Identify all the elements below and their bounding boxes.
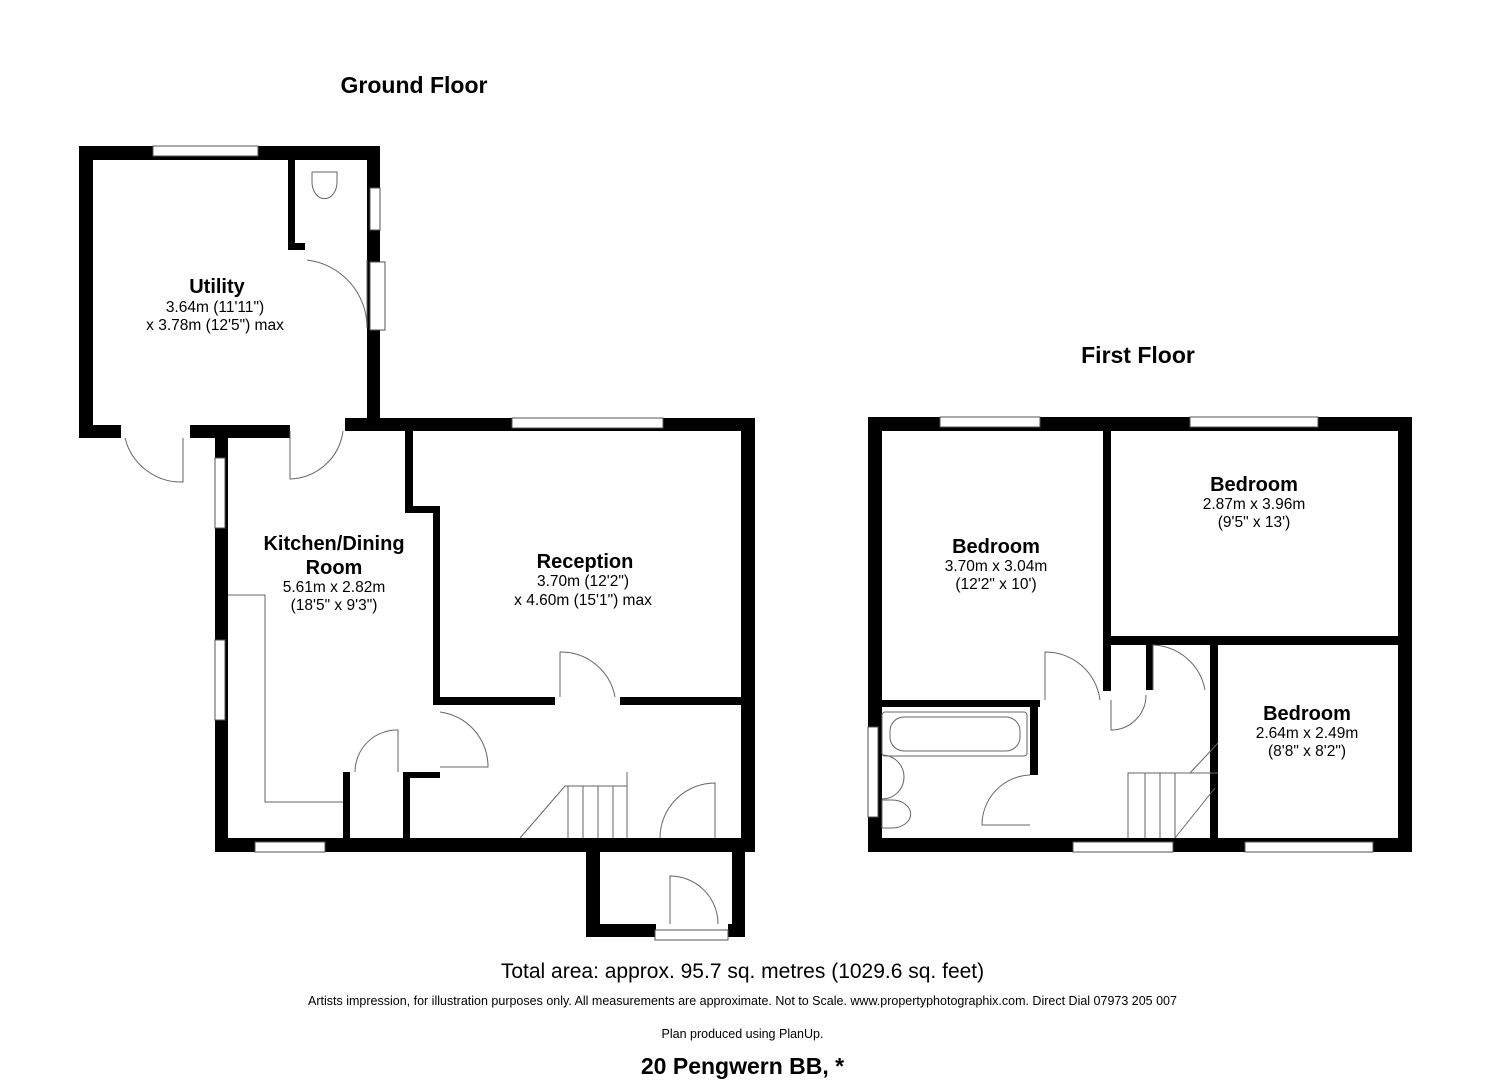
door-swing bbox=[1152, 644, 1206, 691]
total-area: Total area: approx. 95.7 sq. metres (102… bbox=[500, 960, 985, 983]
door-swing bbox=[659, 782, 716, 839]
produced-by: Plan produced using PlanUp. bbox=[661, 1027, 824, 1041]
bath-icon bbox=[881, 711, 1028, 757]
door-swing bbox=[981, 774, 1031, 826]
door-swing bbox=[559, 651, 616, 698]
room-dims: 2.87m x 3.96m bbox=[1203, 496, 1306, 513]
room-name-kitchen: Room bbox=[306, 557, 363, 579]
toilet-icon bbox=[881, 799, 912, 829]
window bbox=[1189, 416, 1319, 428]
room-dims: (8'8" x 8'2") bbox=[1268, 743, 1346, 760]
room-dims: 3.70m x 3.04m bbox=[945, 558, 1048, 575]
room-dims: (18'5" x 9'3") bbox=[291, 597, 378, 614]
window bbox=[214, 457, 226, 529]
window bbox=[369, 261, 386, 331]
first-walls bbox=[868, 417, 1412, 852]
door-swing bbox=[289, 430, 344, 480]
window bbox=[214, 639, 226, 721]
room-dims: 3.64m (11'11") bbox=[166, 299, 264, 316]
first-floor-title: First Floor bbox=[1081, 342, 1195, 368]
stairs bbox=[519, 772, 628, 839]
ground-floor-title: Ground Floor bbox=[341, 72, 488, 98]
room-name-reception: Reception bbox=[537, 551, 634, 573]
window bbox=[1244, 841, 1374, 853]
room-dims: x 4.60m (15'1") max bbox=[514, 592, 652, 609]
toilet-icon bbox=[311, 171, 338, 200]
door-swing bbox=[669, 875, 719, 925]
window bbox=[939, 416, 1041, 428]
door-swing bbox=[1044, 651, 1101, 701]
window bbox=[1072, 841, 1174, 853]
ground-floor-plan: Ground Floor bbox=[79, 72, 755, 941]
disclaimer: Artists impression, for illustration pur… bbox=[308, 994, 1177, 1008]
door-swing bbox=[306, 259, 368, 329]
room-name-kitchen: Kitchen/Dining bbox=[263, 533, 404, 555]
first-floor-plan: First Floor Bedroom 3.70m x 3.04m bbox=[867, 342, 1412, 853]
room-dims: (9'5" x 13') bbox=[1218, 514, 1291, 531]
kitchen-worktop bbox=[228, 594, 343, 803]
room-name-utility: Utility bbox=[189, 276, 245, 298]
window bbox=[511, 417, 664, 429]
door-swing bbox=[1110, 694, 1147, 731]
property-address: 20 Pengwern BB, * bbox=[640, 1053, 845, 1079]
room-dims: x 3.78m (12'5") max bbox=[146, 317, 284, 334]
room-dims: 5.61m x 2.82m bbox=[283, 579, 386, 596]
ground-walls bbox=[215, 418, 755, 937]
door-swing bbox=[354, 729, 399, 773]
window bbox=[254, 841, 326, 853]
room-dims: (12'2" x 10') bbox=[955, 576, 1036, 593]
room-dims: 2.64m x 2.49m bbox=[1256, 725, 1359, 742]
bath-icon bbox=[889, 716, 1021, 752]
room-name-bedroom: Bedroom bbox=[1263, 703, 1351, 725]
room-name-bedroom: Bedroom bbox=[1210, 474, 1298, 496]
stairs bbox=[1127, 742, 1219, 839]
window bbox=[152, 145, 259, 157]
front-door-step bbox=[654, 929, 729, 941]
door-swing bbox=[124, 437, 184, 483]
door-swing bbox=[439, 711, 489, 768]
room-dims: 3.70m (12'2") bbox=[537, 573, 629, 590]
room-name-bedroom: Bedroom bbox=[952, 536, 1040, 558]
window bbox=[867, 726, 879, 818]
window bbox=[369, 187, 381, 231]
basin-icon bbox=[881, 754, 905, 800]
